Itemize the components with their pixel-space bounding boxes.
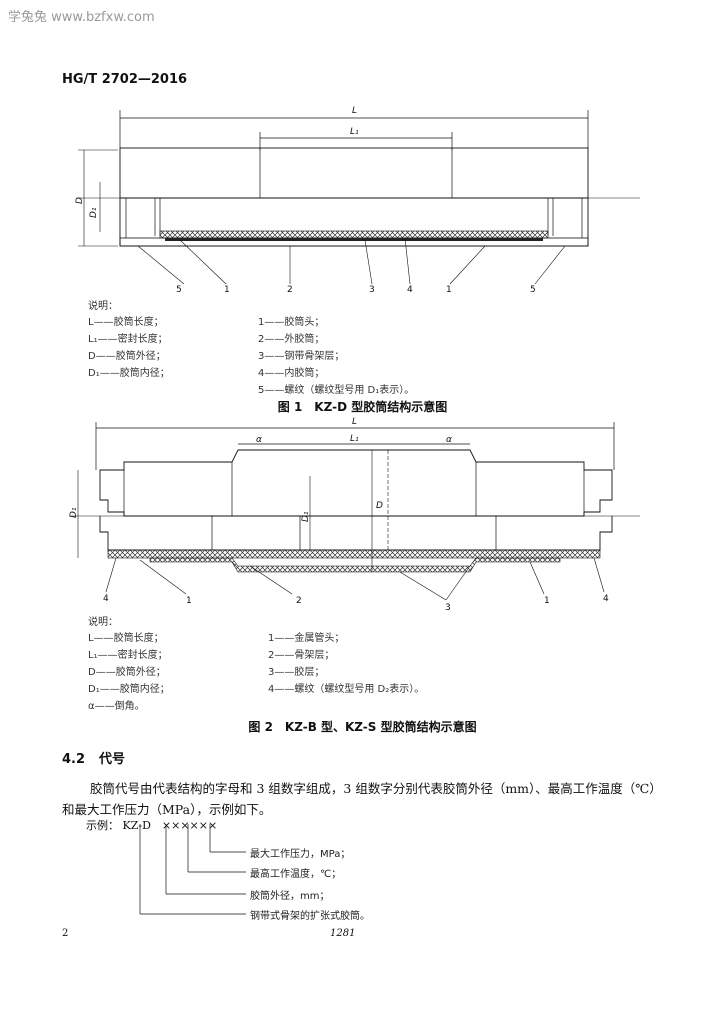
legend-item: 5——螺纹（螺纹型号用 D₁表示）。 [258,385,415,396]
fig1-callout-1b: 1 [446,285,452,295]
fig1-dim-D1: D₁ [89,207,99,218]
legend-item: L₁——密封长度； [88,650,168,661]
fig2-dim-D-inner: D₁ [301,511,311,522]
footer-center-number: 1281 [330,928,356,939]
figure1-drawing: L L₁ D D₁ [75,106,640,295]
legend-item: D₁——胶筒内径； [88,684,170,695]
figure2-drawing: L L₁ α α D₁ D₁ D [69,417,640,613]
legend-item: L——胶筒长度； [88,633,164,644]
section-number: 4.2 [62,752,86,767]
fig2-legend-right: 1——金属管头； 2——骨架层； 3——胶层； 4——螺纹（螺纹型号用 D₂表示… [268,630,424,698]
legend-item: 3——钢带骨架层； [258,351,345,362]
example-label: 示例： [86,819,119,832]
fig2-callout-1b: 1 [544,596,550,606]
fig2-callout-2: 2 [296,596,302,606]
fig2-callout-4b: 4 [603,594,609,604]
legend-item: α——倒角。 [88,701,145,712]
legend-item: 3——胶层； [268,667,325,678]
fig1-callout-3: 3 [369,285,375,295]
fig1-callout-1a: 1 [224,285,230,295]
legend-item: D——胶筒外径； [88,351,166,362]
legend-item: D₁——胶筒内径； [88,368,170,379]
fig2-callout-4a: 4 [103,594,109,604]
section-title: 代号 [99,752,126,767]
legend-item: 1——胶筒头； [258,317,325,328]
example-line-diameter: 胶筒外径，mm； [250,891,330,902]
fig1-caption: 图 1 KZ-D 型胶筒结构示意图 [277,400,448,414]
fig2-alpha-left: α [256,435,262,445]
standard-number: HG/T 2702—2016 [62,72,188,87]
example-line-temperature: 最高工作温度，℃； [250,869,342,880]
fig1-callout-2: 2 [287,285,293,295]
fig2-legend-title: 说明： [88,617,118,628]
fig2-callout-1a: 1 [186,596,192,606]
fig1-dim-D: D [75,197,85,204]
legend-item: 2——骨架层； [268,650,335,661]
example-row: 示例： KZ-D ×××××× [86,817,217,833]
page-number: 2 [62,928,69,939]
section-heading: 4.2 代号 [62,748,139,767]
watermark: 学兔兔 www.bzfxw.com [8,10,155,25]
fig1-callout-5b: 5 [530,285,536,295]
legend-item: 2——外胶筒； [258,334,325,345]
legend-item: D——胶筒外径； [88,667,166,678]
example-leader-lines [139,824,246,915]
fig2-caption: 图 2 KZ-B 型、KZ-S 型胶筒结构示意图 [248,720,477,734]
example-code: KZ-D ×××××× [122,819,218,832]
fig2-dim-L1: L₁ [350,434,359,444]
fig1-callout-4: 4 [407,285,413,295]
fig2-dim-L: L [352,417,357,427]
fig2-legend-left: L——胶筒长度； L₁——密封长度； D——胶筒外径； D₁——胶筒内径； α—… [88,630,170,715]
legend-item: 4——螺纹（螺纹型号用 D₂表示）。 [268,684,425,695]
fig1-callout-5a: 5 [176,285,182,295]
fig2-alpha-right: α [446,435,452,445]
fig1-legend-right: 1——胶筒头； 2——外胶筒； 3——钢带骨架层； 4——内胶筒； 5——螺纹（… [258,314,414,399]
section-paragraph: 胶筒代号由代表结构的字母和 3 组数字组成，3 组数字分别代表胶筒外径（mm）、… [62,781,662,817]
legend-item: 1——金属管头； [268,633,345,644]
fig2-callout-3: 3 [445,603,451,613]
fig1-legend-left: L——胶筒长度； L₁——密封长度； D——胶筒外径； D₁——胶筒内径； [88,314,170,382]
legend-item: L₁——密封长度； [88,334,168,345]
fig1-dim-L1: L₁ [350,127,359,137]
fig2-dim-D: D [376,501,383,511]
fig2-dim-D1: D₁ [69,507,79,518]
legend-item: L——胶筒长度； [88,317,164,328]
fig1-legend-title: 说明： [88,301,118,312]
legend-item: 4——内胶筒； [258,368,325,379]
example-line-type: 钢带式骨架的扩张式胶筒。 [250,911,370,922]
example-line-pressure: 最大工作压力，MPa； [250,849,351,860]
fig1-dim-L: L [352,106,357,116]
